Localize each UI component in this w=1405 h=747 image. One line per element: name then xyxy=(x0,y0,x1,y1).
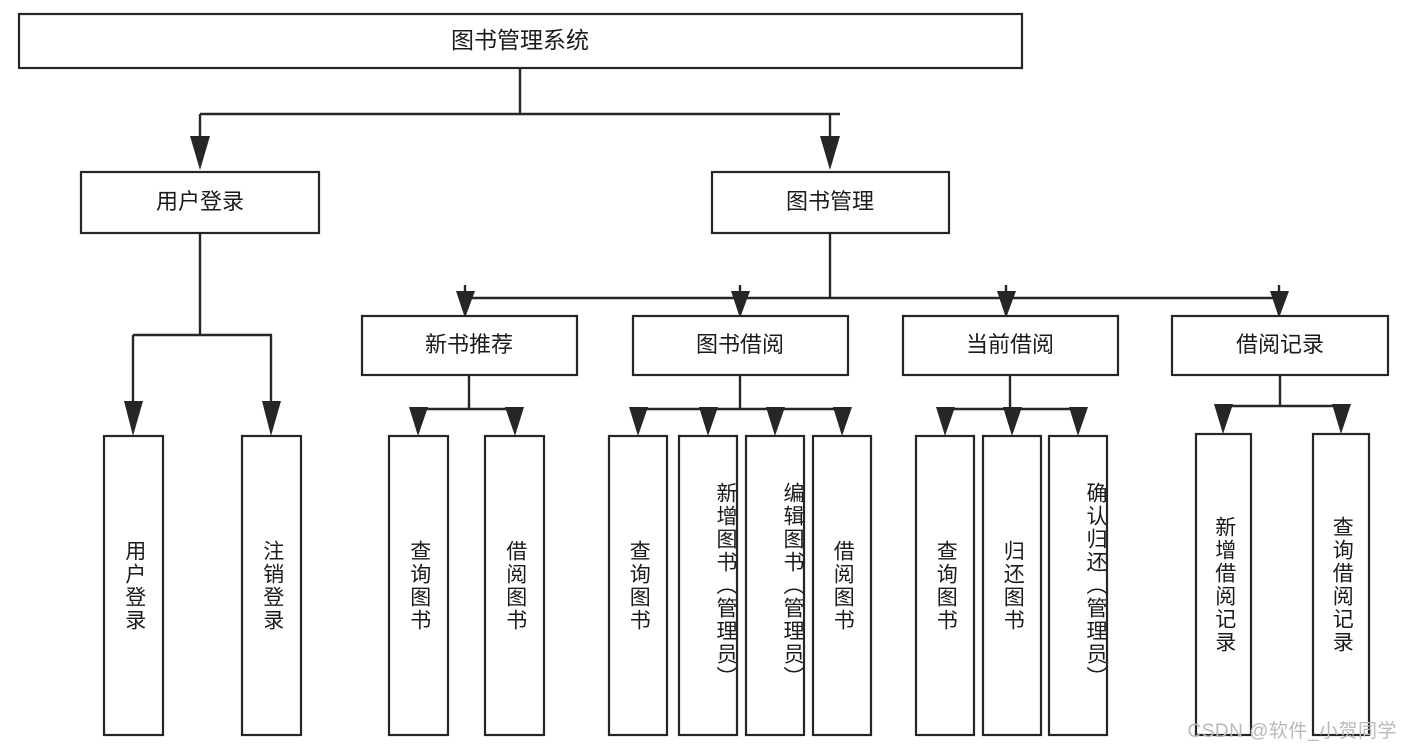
arrowhead-borrow-record-leaf-1 xyxy=(1214,404,1233,434)
node-new-book-label: 新书推荐 xyxy=(425,332,513,357)
leaf-box-borrow-record-2[interactable] xyxy=(1311,432,1371,737)
leaf-label-current-borrow-2: 归还图书 xyxy=(1001,539,1025,632)
node-book-borrow-label: 图书借阅 xyxy=(696,332,784,357)
leaf-box-book-borrow-2[interactable] xyxy=(677,434,739,737)
leaf-box-new-book-2[interactable] xyxy=(483,434,546,737)
leaf-label-new-book-2: 借阅图书 xyxy=(503,539,527,632)
leaf-label-borrow-record-1: 新增借阅记录 xyxy=(1212,515,1236,654)
leaf-label-user-login-1: 用户登录 xyxy=(122,539,146,632)
connector-group-new-book xyxy=(409,375,524,436)
leaf-label-current-borrow-3: 确认归还（管理员） xyxy=(1084,482,1107,689)
leaf-label-book-borrow-2: 新增图书（管理员） xyxy=(714,482,737,689)
arrowhead-borrow-record-leaf-2 xyxy=(1332,404,1351,434)
arrowhead-to-user-login xyxy=(190,136,210,170)
arrowhead-to-current-borrow xyxy=(997,291,1016,318)
connector-group-book-mgmt xyxy=(456,233,1289,318)
leaf-box-current-borrow-2[interactable] xyxy=(981,434,1043,737)
arrowhead-to-book-borrow xyxy=(731,291,750,318)
node-book-mgmt-label: 图书管理 xyxy=(786,189,874,214)
arrowhead-book-borrow-leaf-3 xyxy=(766,407,785,436)
connector-group-book-borrow xyxy=(629,375,852,436)
arrowhead-to-new-book xyxy=(456,291,475,318)
arrowhead-user-login-leaf-1 xyxy=(124,401,143,436)
arrowhead-to-book-mgmt xyxy=(820,136,840,170)
node-new-book-box[interactable] xyxy=(360,314,579,377)
leaf-box-user-login-2[interactable] xyxy=(240,434,303,737)
leaf-label-borrow-record-2: 查询借阅记录 xyxy=(1330,515,1354,654)
node-user-login-label: 用户登录 xyxy=(156,189,244,214)
leaf-box-new-book-1[interactable] xyxy=(387,434,450,737)
leaf-label-new-book-1: 查询图书 xyxy=(407,539,431,632)
leaf-box-book-borrow-4[interactable] xyxy=(811,434,873,737)
arrowhead-current-borrow-leaf-2 xyxy=(1003,407,1022,436)
leaf-box-book-borrow-1[interactable] xyxy=(607,434,669,737)
leaf-label-book-borrow-4: 借阅图书 xyxy=(831,539,855,632)
arrowhead-current-borrow-leaf-3 xyxy=(1069,407,1088,436)
connector-group-current-borrow xyxy=(936,375,1088,436)
leaf-box-borrow-record-1[interactable] xyxy=(1194,432,1253,737)
leaf-label-book-borrow-3: 编辑图书（管理员） xyxy=(781,482,804,689)
node-root-label: 图书管理系统 xyxy=(451,27,589,53)
leaf-box-user-login-1[interactable] xyxy=(102,434,165,737)
arrowhead-new-book-leaf-2 xyxy=(505,407,524,436)
leaf-box-current-borrow-1[interactable] xyxy=(914,434,976,737)
node-borrow-record-label: 借阅记录 xyxy=(1236,332,1324,357)
leaf-label-user-login-2: 注销登录 xyxy=(260,539,284,632)
leaf-box-book-borrow-3[interactable] xyxy=(744,434,806,737)
node-root-box[interactable] xyxy=(17,12,1024,70)
arrowhead-book-borrow-leaf-2 xyxy=(699,407,718,436)
csdn-watermark: CSDN @软件_小贺同学 xyxy=(1187,721,1397,742)
arrowhead-to-borrow-record xyxy=(1270,291,1289,318)
arrowhead-current-borrow-leaf-1 xyxy=(936,407,955,436)
node-user-login-box[interactable] xyxy=(79,170,321,235)
arrowhead-user-login-leaf-2 xyxy=(262,401,281,436)
arrowhead-book-borrow-leaf-4 xyxy=(833,407,852,436)
leaf-label-current-borrow-1: 查询图书 xyxy=(934,539,958,632)
connector-group-root xyxy=(190,68,840,170)
arrowhead-new-book-leaf-1 xyxy=(409,407,428,436)
leaf-box-current-borrow-3[interactable] xyxy=(1047,434,1109,737)
node-book-mgmt-box[interactable] xyxy=(710,170,951,235)
arrowhead-book-borrow-leaf-1 xyxy=(629,407,648,436)
node-book-borrow-box[interactable] xyxy=(631,314,850,377)
leaf-label-book-borrow-1: 查询图书 xyxy=(627,539,651,632)
connector-group-borrow-record xyxy=(1214,375,1351,434)
node-current-borrow-box[interactable] xyxy=(901,314,1120,377)
node-current-borrow-label: 当前借阅 xyxy=(966,332,1054,357)
connector-group-user-login xyxy=(124,233,281,436)
node-borrow-record-box[interactable] xyxy=(1170,314,1390,377)
